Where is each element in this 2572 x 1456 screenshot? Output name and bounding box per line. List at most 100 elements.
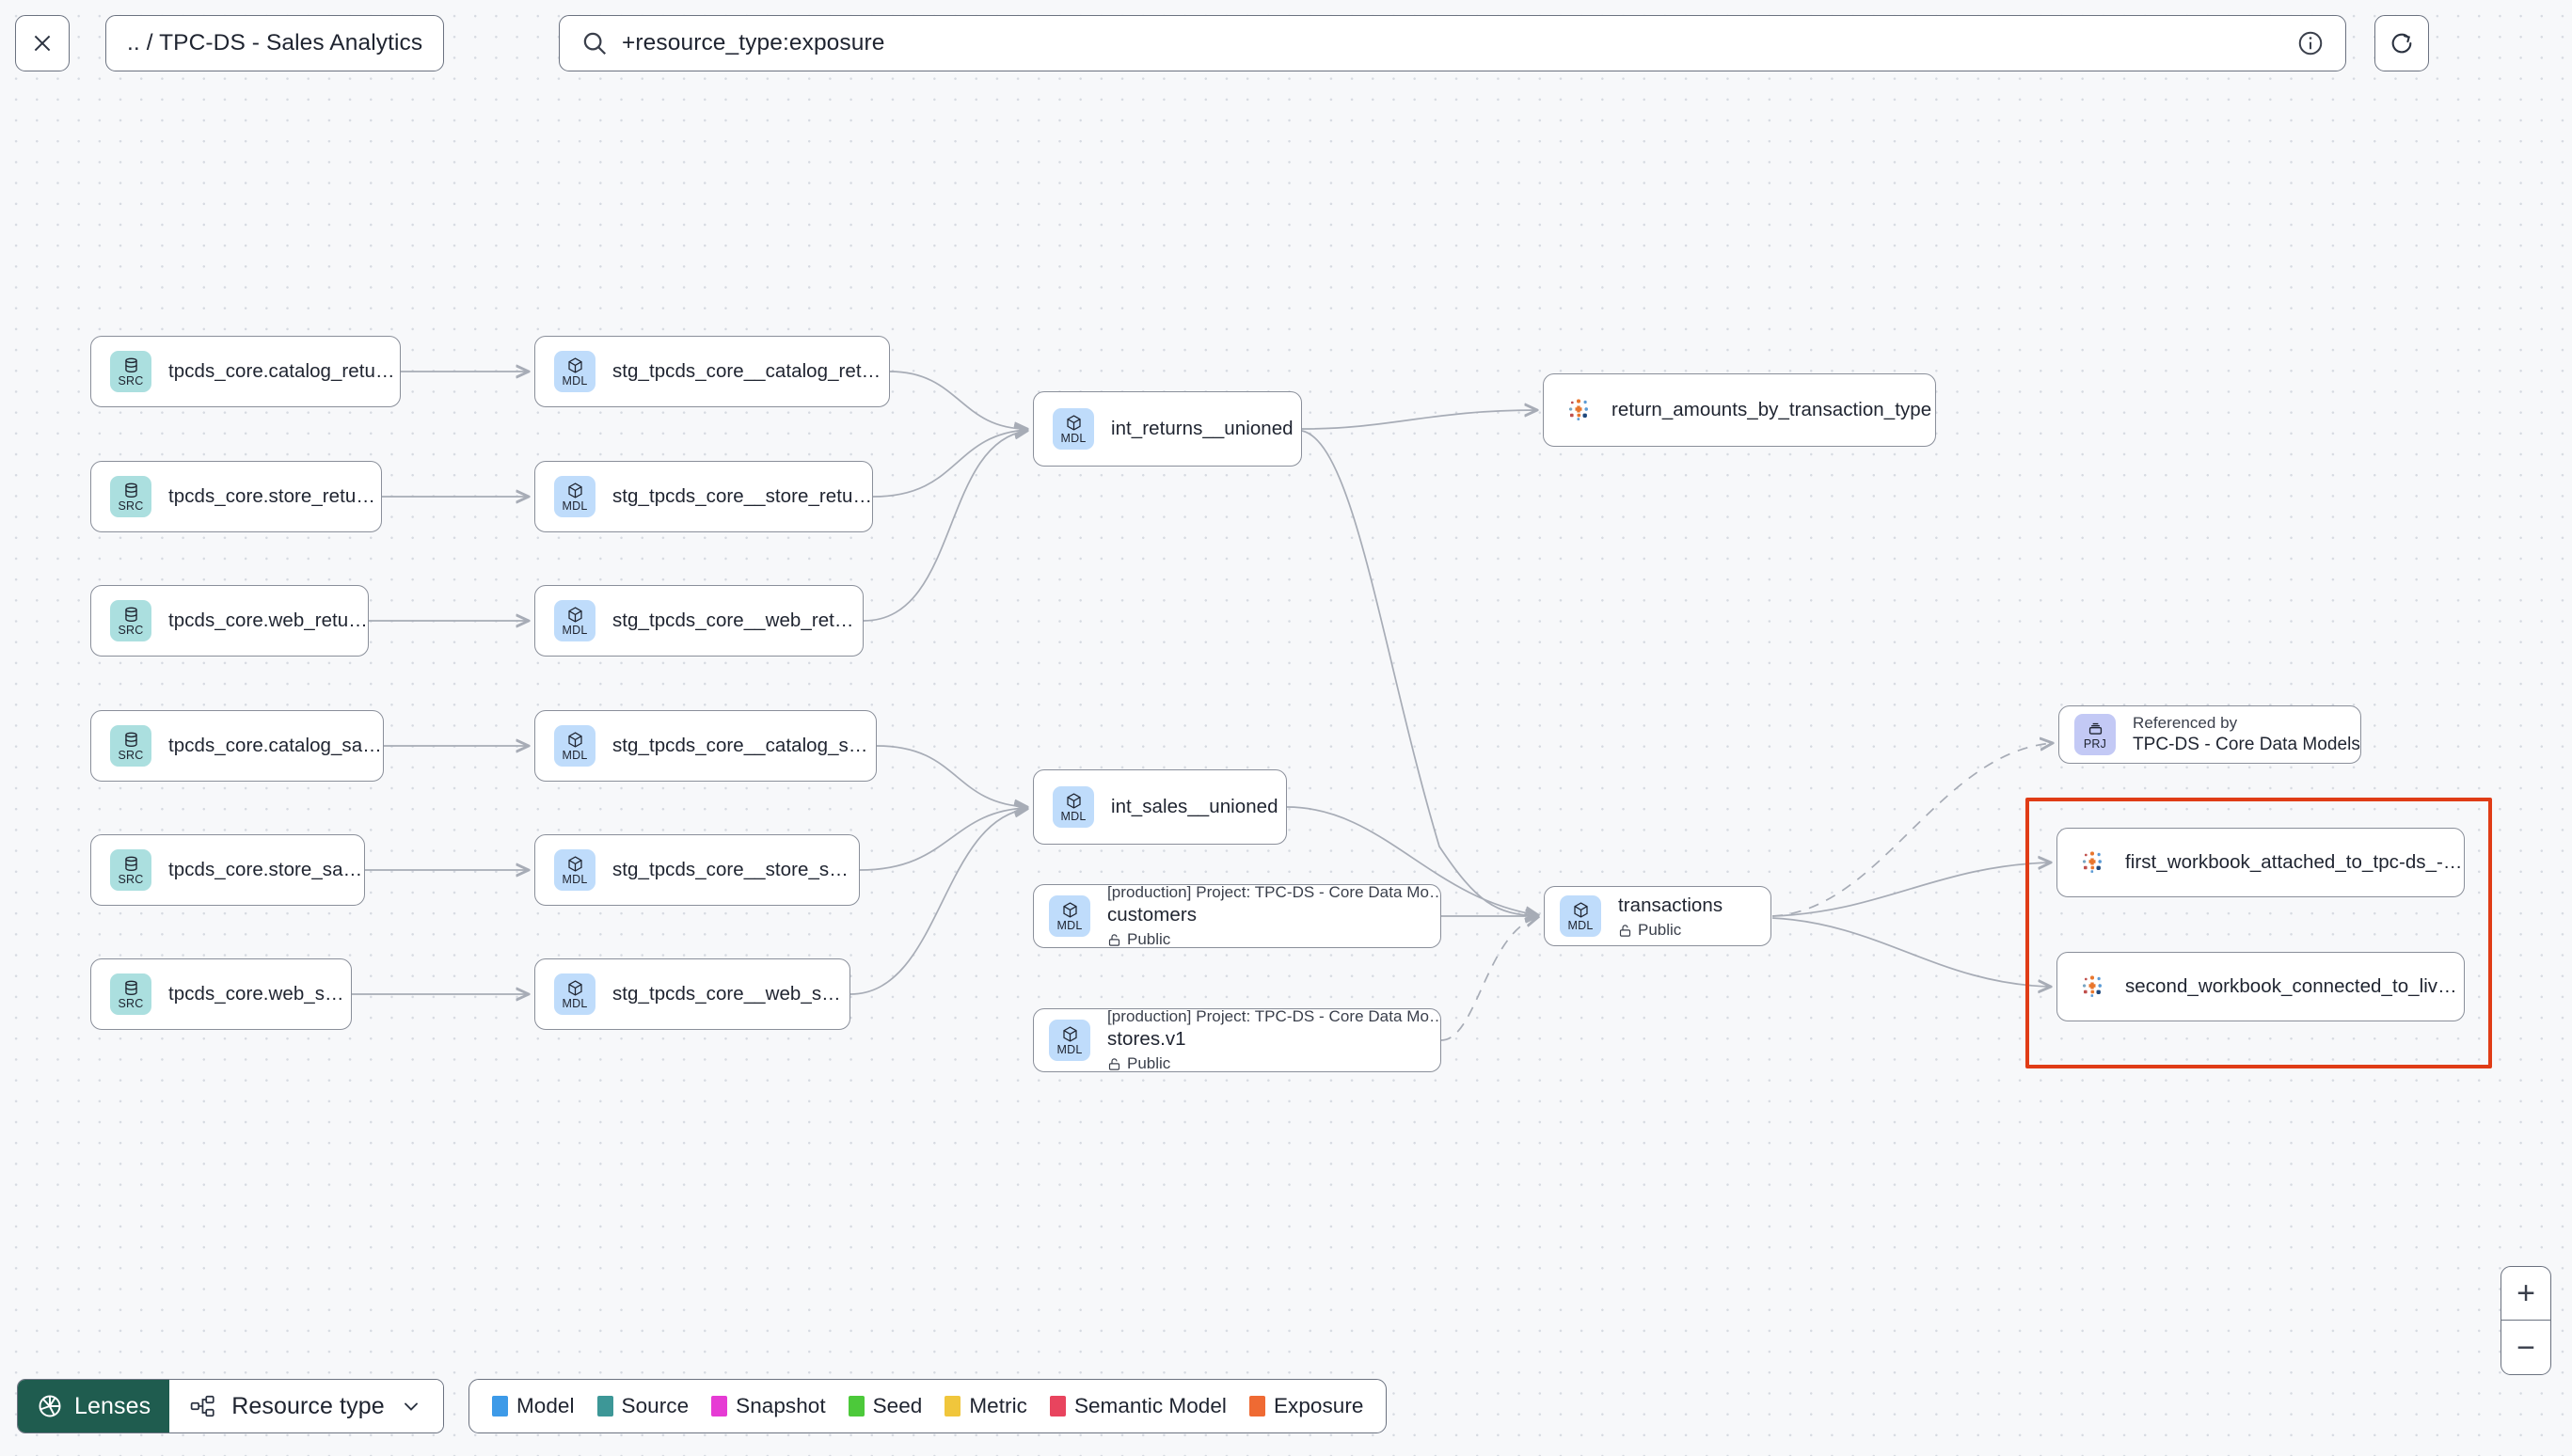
aperture-icon <box>39 1395 61 1417</box>
cube-icon: MDL <box>554 725 595 767</box>
badge-type-label: PRJ <box>2083 736 2107 751</box>
node-access: Public <box>1107 930 1440 949</box>
badge-type-label: MDL <box>1060 431 1087 445</box>
cube-icon: MDL <box>1053 786 1094 828</box>
graph-node-transactions[interactable]: MDL transactions Public <box>1544 886 1771 946</box>
info-icon[interactable] <box>2296 29 2325 57</box>
legend-label: Exposure <box>1273 1394 1364 1417</box>
zoom-out-button[interactable]: − <box>2516 1329 2535 1366</box>
breadcrumb[interactable]: .. / TPC-DS - Sales Analytics <box>105 15 445 71</box>
badge-type-label: MDL <box>1056 1042 1083 1056</box>
node-label: stg_tpcds_core__web_sales <box>612 983 849 1005</box>
node-label: customers <box>1107 904 1198 926</box>
graph-node-stg-web-sales[interactable]: MDL stg_tpcds_core__web_sales <box>534 958 850 1030</box>
badge-type-label: MDL <box>562 623 588 637</box>
lenses-button[interactable]: Lenses <box>18 1380 170 1432</box>
unlock-icon <box>1619 924 1631 937</box>
resource-type-label: Resource type <box>231 1392 385 1419</box>
zoom-controls: + − <box>2501 1266 2551 1375</box>
node-label: int_returns__unioned <box>1111 418 1294 439</box>
graph-node-stg-catalog-returns[interactable]: MDL stg_tpcds_core__catalog_returns <box>534 336 890 407</box>
node-label: second_workbook_connected_to_live… <box>2125 975 2464 997</box>
legend-label: Seed <box>872 1394 923 1417</box>
project-icon: PRJ <box>2074 714 2116 755</box>
node-label: tpcds_core.web_sales <box>168 983 351 1005</box>
node-referenced-by-label: Referenced by <box>2133 714 2238 732</box>
database-icon: SRC <box>110 600 151 641</box>
hierarchy-icon <box>190 1395 214 1417</box>
resource-type-dropdown[interactable]: Resource type <box>169 1380 443 1432</box>
graph-node-stg-store-returns[interactable]: MDL stg_tpcds_core__store_returns <box>534 461 873 532</box>
tableau-icon <box>1569 399 1588 420</box>
legend-item-semantic-model: Semantic Model <box>1049 1394 1227 1418</box>
cube-icon: MDL <box>554 973 595 1015</box>
legend-swatch <box>492 1396 508 1416</box>
cube-icon: MDL <box>1049 1020 1090 1061</box>
legend-label: Snapshot <box>736 1394 826 1417</box>
node-project-meta: [production] Project: TPC-DS - Core Data… <box>1107 883 1440 901</box>
badge-type-label: MDL <box>562 996 588 1010</box>
badge-type-label: SRC <box>118 623 144 637</box>
node-label: tpcds_core.web_returns <box>168 609 368 631</box>
graph-node-int-sales-unioned[interactable]: MDL int_sales__unioned <box>1033 769 1287 845</box>
graph-node-stg-web-returns[interactable]: MDL stg_tpcds_core__web_returns <box>534 585 864 657</box>
graph-node-exposure-return-amounts[interactable]: return_amounts_by_transaction_type <box>1543 373 1936 447</box>
lenses-control-group: Lenses Resource type <box>17 1379 444 1433</box>
node-label: first_workbook_attached_to_tpc-ds_-_… <box>2125 851 2464 873</box>
graph-node-src-store-returns[interactable]: SRC tpcds_core.store_returns <box>90 461 382 532</box>
graph-node-int-returns-unioned[interactable]: MDL int_returns__unioned <box>1033 391 1302 467</box>
cube-icon: MDL <box>554 476 595 517</box>
node-label: TPC-DS - Core Data Models <box>2133 735 2360 754</box>
badge-type-label: SRC <box>118 872 144 886</box>
cube-icon: MDL <box>1049 895 1090 937</box>
cube-icon: MDL <box>554 849 595 891</box>
node-label: stg_tpcds_core__store_sales <box>612 859 859 880</box>
node-access: Public <box>1618 921 1723 940</box>
graph-node-src-catalog-sales[interactable]: SRC tpcds_core.catalog_sales <box>90 710 384 782</box>
badge-type-label: SRC <box>118 499 144 513</box>
resource-type-legend: Model Source Snapshot Seed Metric Semant… <box>468 1379 1388 1433</box>
graph-node-stg-catalog-sales[interactable]: MDL stg_tpcds_core__catalog_sales <box>534 710 877 782</box>
badge-type-label: MDL <box>562 748 588 762</box>
database-icon: SRC <box>110 849 151 891</box>
graph-node-src-web-returns[interactable]: SRC tpcds_core.web_returns <box>90 585 369 657</box>
zoom-in-button[interactable]: + <box>2501 1267 2550 1321</box>
tableau-icon <box>2083 975 2102 997</box>
node-access-label: Public <box>1127 1054 1171 1072</box>
badge-type-label: MDL <box>562 373 588 388</box>
graph-node-referenced-by-project[interactable]: PRJ Referenced by TPC-DS - Core Data Mod… <box>2058 705 2361 764</box>
badge-type-label: SRC <box>118 996 144 1010</box>
database-icon: SRC <box>110 973 151 1015</box>
graph-node-stores-v1[interactable]: MDL [production] Project: TPC-DS - Core … <box>1033 1007 1441 1073</box>
legend-swatch <box>848 1396 865 1416</box>
search-input[interactable] <box>622 30 2296 56</box>
search-bar[interactable] <box>559 15 2346 71</box>
legend-item-exposure: Exposure <box>1248 1394 1364 1418</box>
badge-type-label: MDL <box>562 499 588 513</box>
close-button[interactable] <box>15 15 70 71</box>
node-access-label: Public <box>1127 930 1171 948</box>
node-access: Public <box>1107 1054 1440 1073</box>
graph-node-second-workbook[interactable]: second_workbook_connected_to_live… <box>2056 952 2465 1021</box>
legend-label: Source <box>621 1394 690 1417</box>
refresh-button[interactable] <box>2374 15 2429 71</box>
legend-swatch <box>945 1396 961 1416</box>
search-icon <box>583 32 607 55</box>
graph-node-src-store-sales[interactable]: SRC tpcds_core.store_sales <box>90 834 365 906</box>
graph-node-first-workbook[interactable]: first_workbook_attached_to_tpc-ds_-_… <box>2056 828 2465 897</box>
node-label: return_amounts_by_transaction_type <box>1611 399 1932 420</box>
breadcrumb-label: .. / TPC-DS - Sales Analytics <box>127 30 423 55</box>
graph-node-src-catalog-returns[interactable]: SRC tpcds_core.catalog_returns <box>90 336 401 407</box>
graph-node-stg-store-sales[interactable]: MDL stg_tpcds_core__store_sales <box>534 834 860 906</box>
node-project-meta: [production] Project: TPC-DS - Core Data… <box>1107 1007 1440 1025</box>
legend-item-metric: Metric <box>945 1394 1027 1418</box>
node-label: stores.v1 <box>1107 1028 1186 1050</box>
graph-node-src-web-sales[interactable]: SRC tpcds_core.web_sales <box>90 958 352 1030</box>
legend-label: Metric <box>969 1394 1027 1417</box>
node-label: stg_tpcds_core__catalog_sales <box>612 735 876 756</box>
graph-node-customers[interactable]: MDL [production] Project: TPC-DS - Core … <box>1033 883 1441 949</box>
node-label: stg_tpcds_core__web_returns <box>612 609 863 631</box>
badge-type-label: MDL <box>562 872 588 886</box>
legend-item-source: Source <box>596 1394 690 1418</box>
